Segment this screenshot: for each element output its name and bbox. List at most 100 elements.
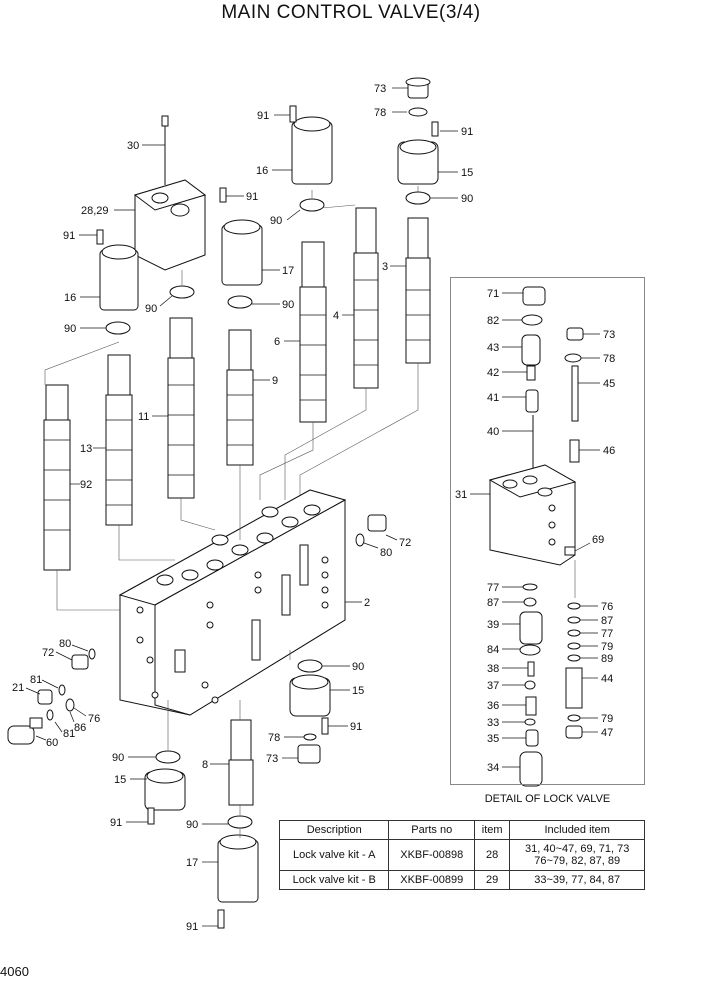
spool-13 xyxy=(105,354,133,526)
header-included-item: Included item xyxy=(509,820,645,840)
callout-42: 42 xyxy=(487,367,499,379)
callout-72: 72 xyxy=(42,647,54,659)
callout-37: 37 xyxy=(487,680,499,692)
cover-15-right xyxy=(289,674,331,717)
plug-72-left xyxy=(71,654,89,670)
callout-41: 41 xyxy=(487,392,499,404)
callout-33: 33 xyxy=(487,717,499,729)
callout-16: 16 xyxy=(64,292,76,304)
leader-lines xyxy=(25,87,600,927)
callout-17: 17 xyxy=(186,857,198,869)
callout-90: 90 xyxy=(270,215,282,227)
callout-16: 16 xyxy=(256,165,268,177)
callout-91: 91 xyxy=(246,191,258,203)
callout-31: 31 xyxy=(455,489,467,501)
callout-91: 91 xyxy=(350,721,362,733)
callout-84: 84 xyxy=(487,644,499,656)
lock-valve-parts xyxy=(488,286,584,787)
cover-17-upper xyxy=(221,219,263,286)
callout-77: 77 xyxy=(487,582,499,594)
included-line-1: 31, 40~47, 69, 71, 73 xyxy=(525,843,630,855)
callout-45: 45 xyxy=(603,378,615,390)
callout-15: 15 xyxy=(114,774,126,786)
callout-90: 90 xyxy=(64,323,76,335)
bolts xyxy=(96,105,439,929)
header-description: Description xyxy=(278,820,390,840)
cell-parts-no: XKBF-00899 xyxy=(388,870,475,890)
callout-6: 6 xyxy=(274,336,280,348)
cover-16-left xyxy=(99,244,139,311)
callout-4: 4 xyxy=(333,310,339,322)
callout-2: 2 xyxy=(364,597,370,609)
cover-16-top xyxy=(291,116,333,185)
callout-90: 90 xyxy=(282,299,294,311)
table-header-row: Description Parts no item Included item xyxy=(278,820,645,840)
plug-72-right xyxy=(367,514,387,532)
callout-73: 73 xyxy=(603,329,615,341)
lock-valve-detail-frame xyxy=(450,277,645,785)
callout-labels: 73 78 91 15 90 91 16 90 30 28,29 91 91 1… xyxy=(12,83,615,933)
fitting-21 xyxy=(37,689,53,705)
cover-17-lower xyxy=(217,834,259,903)
callout-79: 79 xyxy=(601,641,613,653)
callout-78: 78 xyxy=(603,353,615,365)
callout-72: 72 xyxy=(399,537,411,549)
assembly-guide-lines xyxy=(44,186,419,838)
cover-15-top xyxy=(397,139,439,185)
callout-76: 76 xyxy=(88,713,100,725)
callout-30: 30 xyxy=(127,140,139,152)
callout-60: 60 xyxy=(46,737,58,749)
callout-73: 73 xyxy=(374,83,386,95)
cell-description: Lock valve kit - A xyxy=(278,839,390,871)
cover-28-29 xyxy=(133,179,207,271)
callout-90: 90 xyxy=(112,752,124,764)
callout-8: 8 xyxy=(202,759,208,771)
cell-description: Lock valve kit - B xyxy=(278,870,390,890)
cell-included-item: 33~39, 77, 84, 87 xyxy=(509,870,645,890)
callout-77: 77 xyxy=(601,628,613,640)
o-rings xyxy=(46,107,431,829)
callout-47: 47 xyxy=(601,727,613,739)
callout-92: 92 xyxy=(80,479,92,491)
callout-78: 78 xyxy=(374,107,386,119)
callout-82: 82 xyxy=(487,315,499,327)
callout-91: 91 xyxy=(257,110,269,122)
callout-36: 36 xyxy=(487,700,499,712)
callout-28-29: 28,29 xyxy=(81,205,109,217)
valve-body xyxy=(118,489,347,716)
callout-3: 3 xyxy=(382,261,388,273)
callout-71: 71 xyxy=(487,288,499,300)
callout-39: 39 xyxy=(487,619,499,631)
detail-caption: DETAIL OF LOCK VALVE xyxy=(484,793,611,805)
callout-15: 15 xyxy=(352,685,364,697)
callout-38: 38 xyxy=(487,663,499,675)
callout-9: 9 xyxy=(272,375,278,387)
callout-87: 87 xyxy=(601,615,613,627)
callout-78: 78 xyxy=(268,732,280,744)
spool-9 xyxy=(226,329,254,466)
callout-90: 90 xyxy=(352,661,364,673)
callout-15: 15 xyxy=(461,167,473,179)
fitting-60 xyxy=(7,717,43,745)
spool-6 xyxy=(299,241,327,423)
callout-90: 90 xyxy=(461,193,473,205)
callout-80: 80 xyxy=(380,547,392,559)
callout-35: 35 xyxy=(487,733,499,745)
plug-73-lower xyxy=(297,744,321,764)
callout-21: 21 xyxy=(12,682,24,694)
cell-item: 29 xyxy=(473,870,511,890)
callout-89: 89 xyxy=(601,653,613,665)
spool-3 xyxy=(405,217,431,364)
header-parts-no: Parts no xyxy=(388,820,475,840)
cell-item: 28 xyxy=(473,839,511,871)
callout-40: 40 xyxy=(487,426,499,438)
callout-86: 86 xyxy=(74,722,86,734)
cell-parts-no: XKBF-00898 xyxy=(388,839,475,871)
callout-91: 91 xyxy=(186,921,198,933)
spool-8 xyxy=(228,719,254,806)
callout-90: 90 xyxy=(145,303,157,315)
callout-43: 43 xyxy=(487,342,499,354)
callout-79: 79 xyxy=(601,713,613,725)
callout-46: 46 xyxy=(603,445,615,457)
